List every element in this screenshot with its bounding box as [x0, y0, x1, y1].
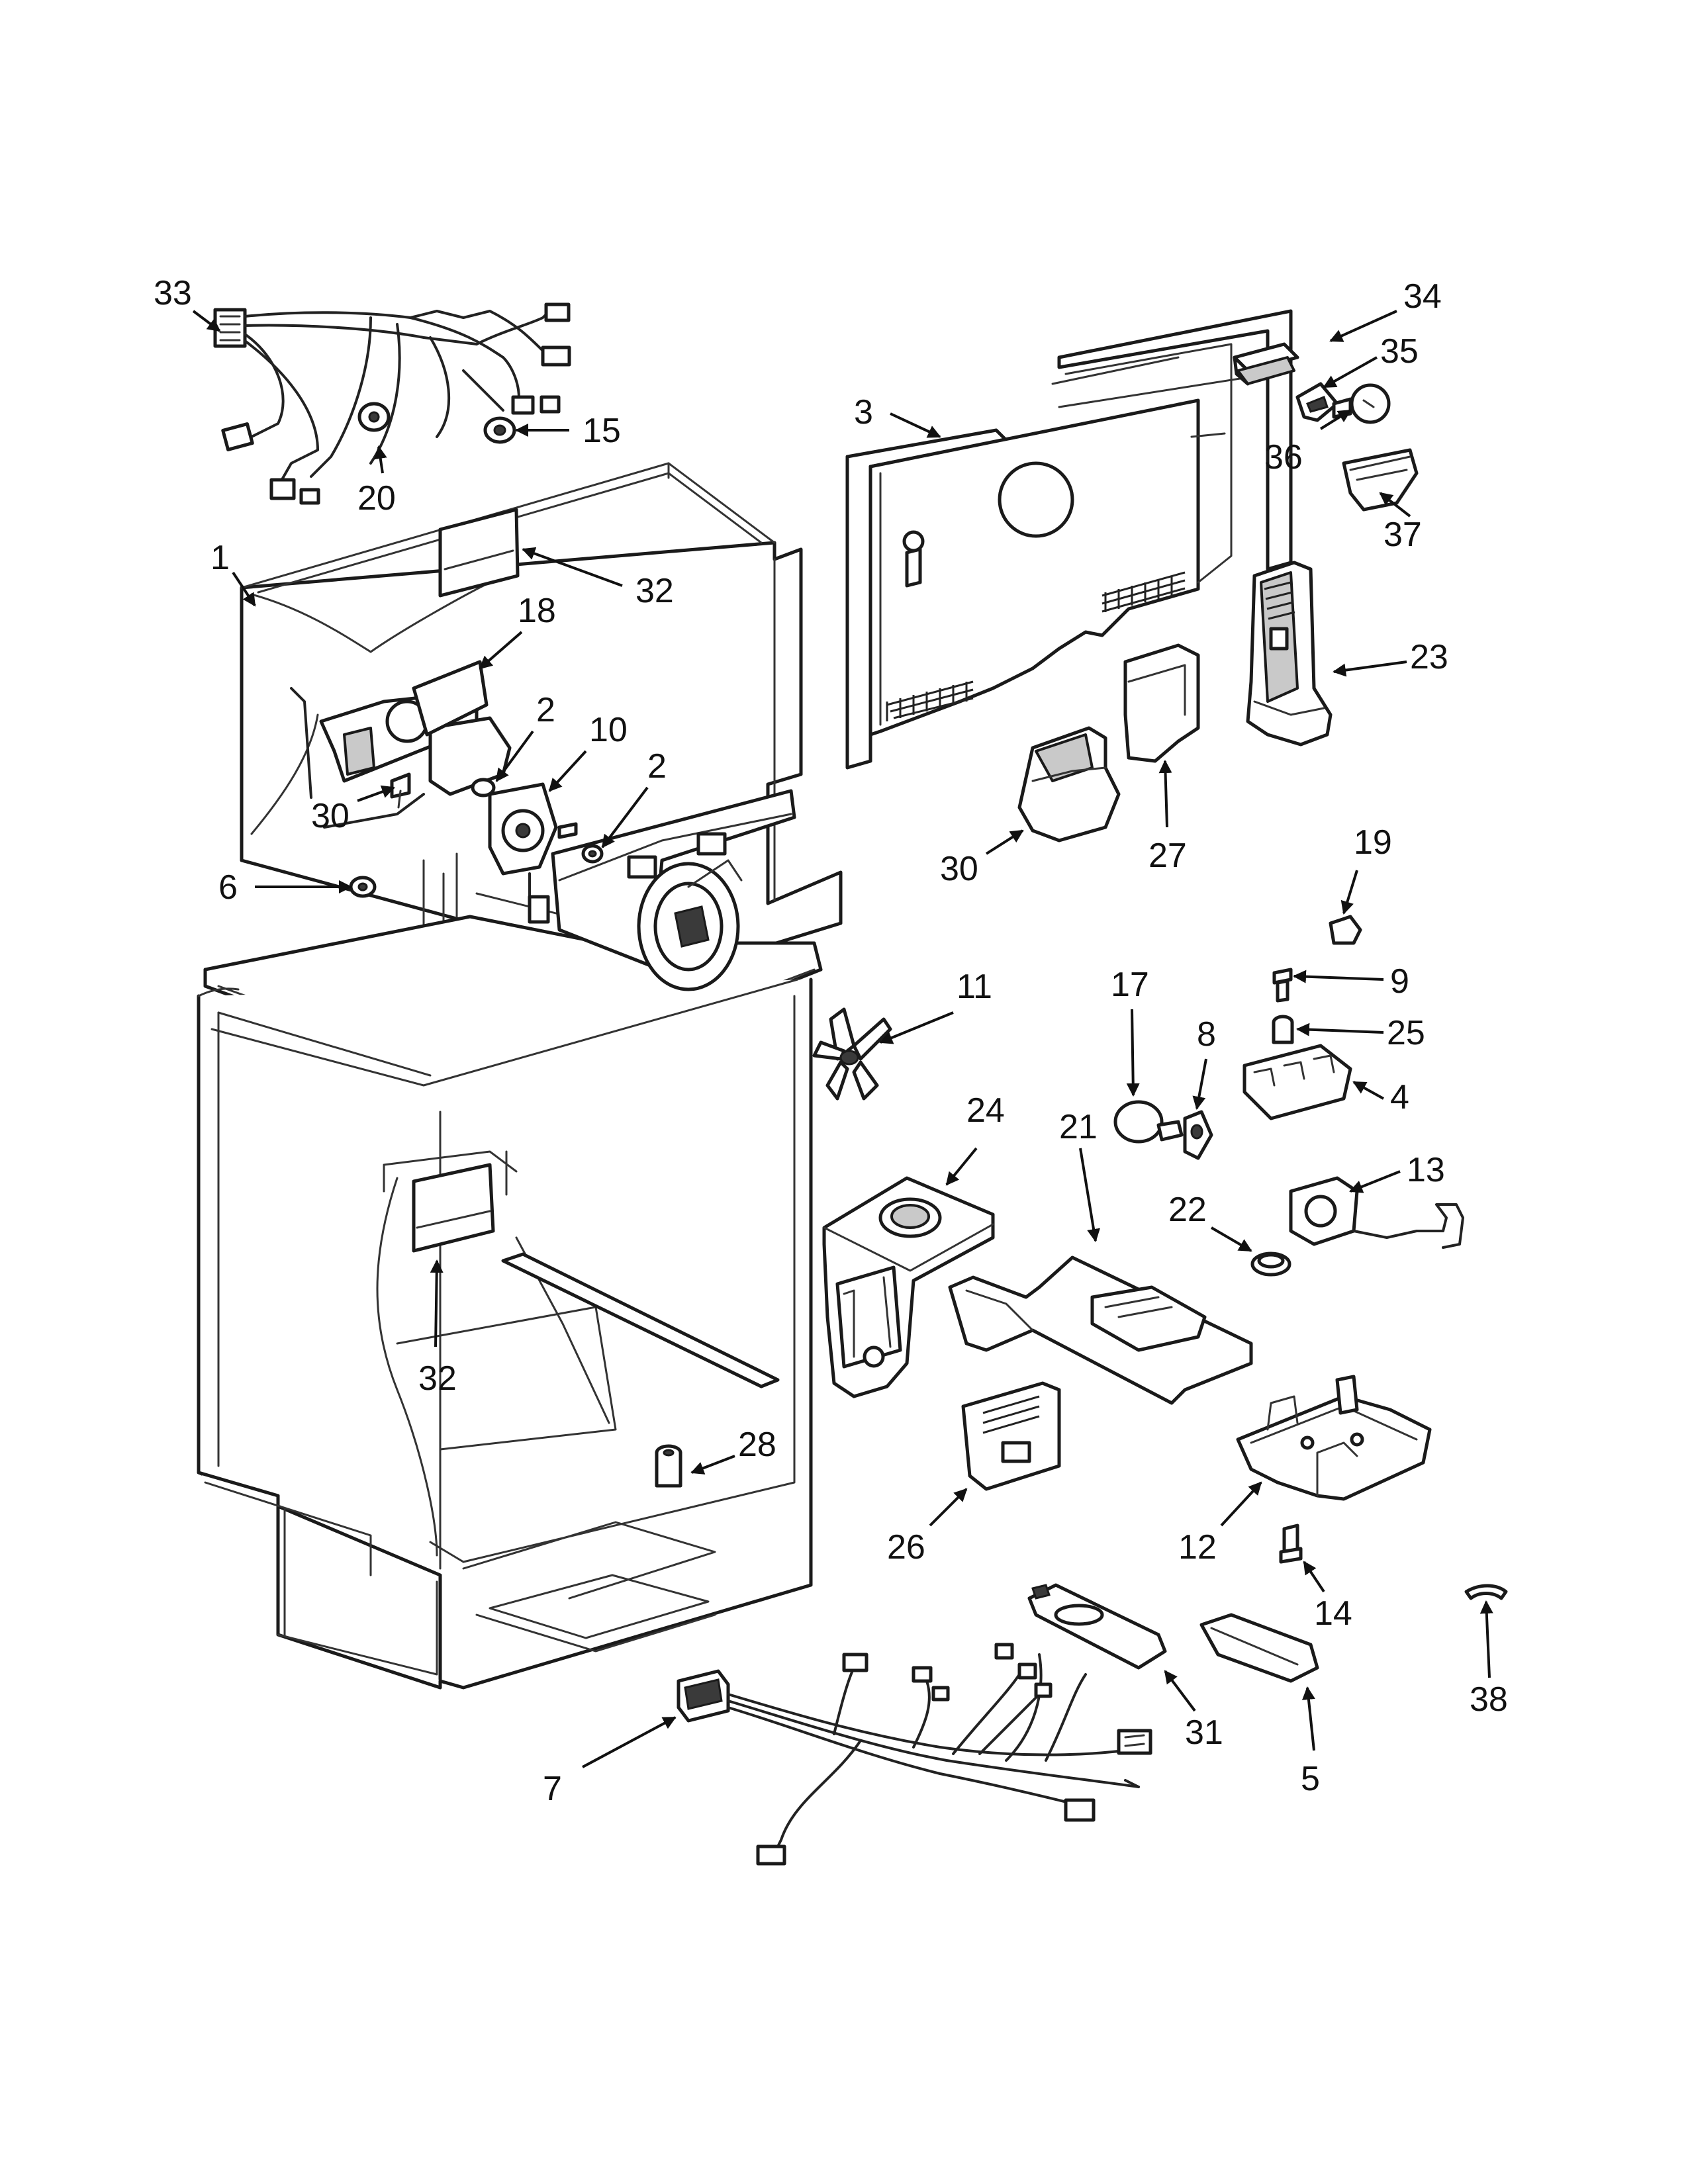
callout-15: 15	[583, 412, 621, 450]
callout-33: 33	[154, 274, 192, 312]
callout-32-upper: 32	[635, 572, 674, 610]
cabinet-liner	[197, 462, 843, 1690]
screw-9	[1272, 968, 1293, 1003]
knob-19	[1329, 915, 1362, 945]
thermostat-13	[1289, 1176, 1464, 1249]
fan-blade	[812, 1007, 892, 1101]
light-bulb-17	[1113, 1100, 1184, 1144]
control-housing-23	[1246, 561, 1333, 747]
callout-18: 18	[518, 592, 556, 630]
callout-6: 6	[218, 868, 238, 907]
callout-23: 23	[1410, 638, 1448, 676]
callout-22: 22	[1168, 1191, 1207, 1229]
lamp-socket-8	[1183, 1110, 1213, 1160]
damper-cover-26	[961, 1381, 1061, 1491]
evaporator-fan-motor	[488, 782, 578, 924]
light-shield-lower	[412, 1163, 495, 1253]
callout-32-lower: 32	[418, 1359, 457, 1398]
callout-9: 9	[1390, 962, 1409, 1001]
control-board-4	[1243, 1044, 1352, 1120]
callout-30-left: 30	[311, 797, 350, 835]
callout-11: 11	[957, 968, 992, 1006]
evaporator-cover	[845, 309, 1293, 770]
light-lens-37	[1342, 448, 1419, 512]
callout-31: 31	[1185, 1713, 1223, 1752]
callout-labels: 33 15 20 1 32 18 2 10 2 30 6 3 34 35 36 …	[154, 274, 1508, 1808]
spacer-25	[1272, 1015, 1294, 1044]
callout-24: 24	[966, 1091, 1005, 1130]
clip-38	[1464, 1584, 1508, 1600]
wire-harness-top	[213, 302, 571, 505]
callout-19: 19	[1354, 823, 1392, 862]
callout-38: 38	[1470, 1680, 1508, 1719]
callout-17: 17	[1111, 966, 1149, 1004]
lamp-bracket-31	[1027, 1583, 1167, 1670]
callout-5: 5	[1301, 1760, 1320, 1798]
callout-28: 28	[738, 1426, 776, 1464]
grommet-right	[581, 844, 604, 864]
callout-8: 8	[1197, 1015, 1216, 1054]
callout-34: 34	[1403, 277, 1442, 316]
duct-cover-27	[1123, 643, 1200, 763]
callout-25: 25	[1387, 1014, 1425, 1052]
callout-1: 1	[211, 539, 230, 577]
leader-lines	[192, 310, 1493, 1768]
callout-2-right: 2	[647, 747, 667, 786]
damper-bracket	[412, 660, 489, 737]
callout-21: 21	[1059, 1108, 1098, 1146]
light-shield-upper	[438, 508, 520, 598]
callout-20: 20	[357, 479, 396, 518]
callout-3: 3	[854, 393, 873, 432]
callout-4: 4	[1390, 1078, 1409, 1116]
callout-13: 13	[1407, 1151, 1445, 1189]
grommet-6	[349, 876, 377, 898]
air-duct-21	[948, 1255, 1253, 1405]
lamp-socket-35	[1295, 382, 1339, 422]
callout-30-right: 30	[940, 850, 978, 888]
control-base-12	[1236, 1375, 1432, 1501]
air-duct-30	[1017, 726, 1121, 842]
callout-12: 12	[1178, 1528, 1217, 1567]
freezer-duct-assembly	[319, 690, 796, 991]
damper-housing-24	[822, 1176, 995, 1398]
callout-14: 14	[1314, 1594, 1352, 1633]
light-housing-34	[1233, 342, 1299, 386]
screw-14	[1279, 1524, 1303, 1564]
light-lens-5	[1199, 1613, 1319, 1683]
callout-7: 7	[543, 1770, 562, 1808]
wire-harness-bottom	[677, 1643, 1152, 1866]
callout-27: 27	[1149, 837, 1187, 875]
callout-26: 26	[887, 1528, 925, 1567]
callout-35: 35	[1380, 332, 1419, 371]
grommet-22	[1250, 1251, 1291, 1277]
spacer-28	[655, 1444, 682, 1488]
callout-36: 36	[1264, 438, 1303, 477]
callout-10: 10	[589, 711, 628, 749]
callout-37: 37	[1383, 516, 1422, 554]
grommet-left	[471, 778, 496, 797]
callout-2-left: 2	[536, 691, 555, 729]
